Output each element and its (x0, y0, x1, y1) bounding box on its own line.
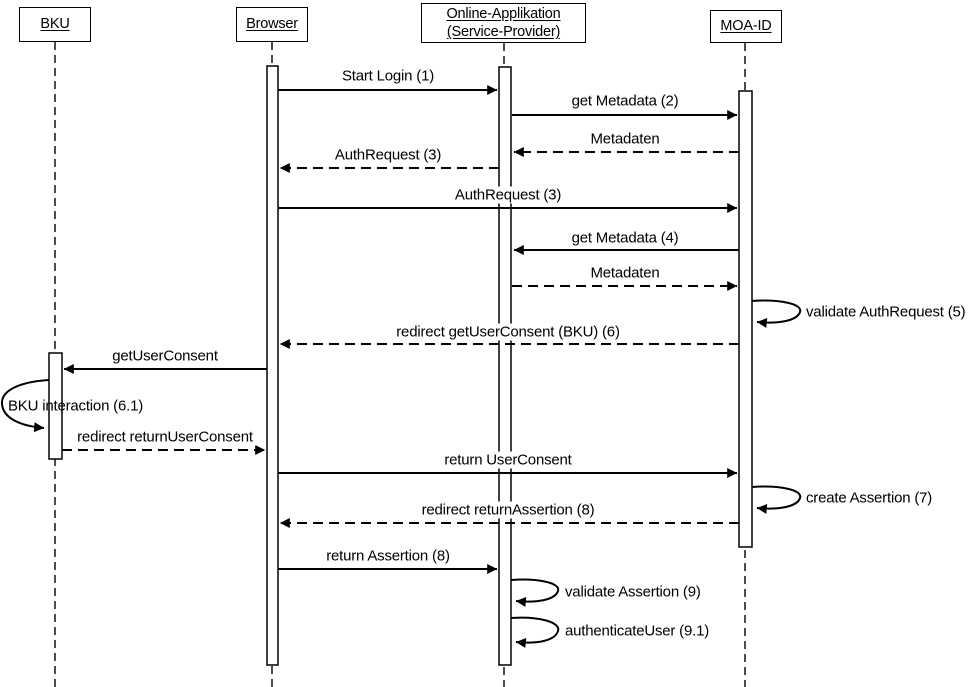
message-label-authrequest-response: AuthRequest (3) (331, 146, 445, 164)
activation-bar-online-applikation (498, 66, 512, 666)
message-label-redirect-getuserconsent: redirect getUserConsent (BKU) (6) (393, 323, 623, 341)
selfloop-create-assertion (751, 485, 802, 514)
activation-bar-moa-id (738, 90, 753, 548)
selfloop-validate-authrequest (751, 299, 802, 328)
selfloop-label-validate-authrequest: validate AuthRequest (5) (806, 303, 966, 321)
activation-bar-bku (48, 352, 63, 460)
message-label-get-metadata-2: get Metadata (2) (568, 92, 682, 110)
selfloop-validate-assertion (510, 578, 560, 607)
actor-label-bku: BKU (40, 16, 70, 33)
actor-box-bku: BKU (19, 7, 91, 42)
actor-label-moa-id: MOA-ID (720, 18, 772, 35)
selfloop-label-bku-interaction: BKU interaction (6.1) (8, 397, 144, 415)
selfloop-label-validate-assertion: validate Assertion (9) (565, 583, 701, 601)
message-label-start-login: Start Login (1) (338, 67, 438, 85)
message-label-getuserconsent: getUserConsent (109, 347, 221, 365)
actor-box-moa-id: MOA-ID (710, 10, 782, 43)
selfloop-bku-interaction (0, 379, 50, 433)
actor-box-online-applikation: Online-Applikation (Service-Provider) (421, 3, 586, 43)
actor-label-browser: Browser (246, 16, 298, 33)
message-label-metadaten-1: Metadaten (587, 130, 663, 148)
selfloop-label-authenticateuser: authenticateUser (9.1) (565, 622, 710, 640)
message-label-return-userconsent: return UserConsent (441, 451, 575, 469)
message-label-redirect-returnassertion: redirect returnAssertion (8) (418, 501, 598, 519)
message-label-redirect-returnuserconsent: redirect returnUserConsent (74, 428, 256, 446)
message-label-get-metadata-4: get Metadata (4) (568, 229, 682, 247)
actor-box-browser: Browser (236, 7, 308, 42)
actor-label-online-applikation: Online-Applikation (Service-Provider) (446, 5, 561, 40)
activation-bar-browser (266, 65, 279, 666)
selfloop-authenticateuser (510, 616, 560, 648)
message-label-metadaten-2: Metadaten (587, 264, 663, 282)
message-label-return-assertion: return Assertion (8) (323, 547, 453, 565)
selfloop-label-create-assertion: create Assertion (7) (806, 489, 933, 507)
message-label-authrequest-forward: AuthRequest (3) (451, 186, 565, 204)
